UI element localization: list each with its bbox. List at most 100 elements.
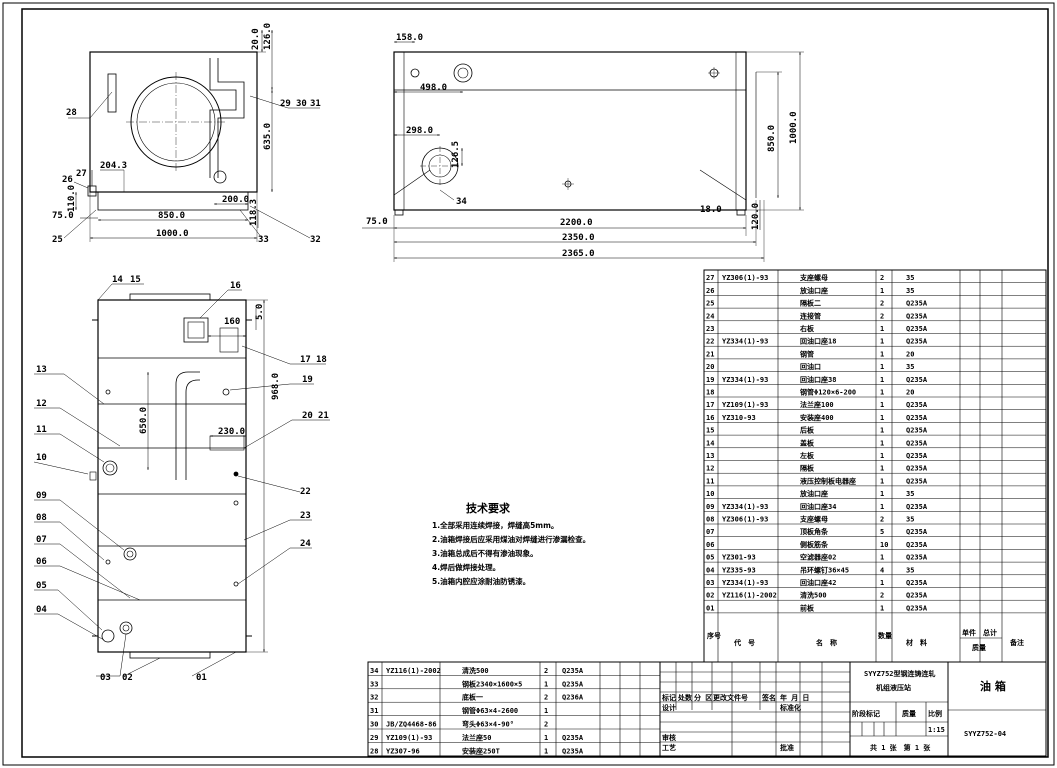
callout-number: 10 — [36, 453, 47, 463]
tb-label: 设计 — [662, 703, 676, 712]
bom-cell: 吊环螺钉36×45 — [800, 565, 849, 574]
callout-number: 19 — [302, 375, 313, 385]
callout-number: 01 — [196, 673, 207, 683]
tb-label: 批准 — [780, 743, 794, 752]
callout-number: 25 — [52, 235, 63, 245]
bom-cell: 1 — [880, 452, 884, 460]
bom-cell: 2 — [880, 274, 884, 282]
bom-cell: Q235A — [906, 541, 928, 549]
bom-cell: 35 — [906, 490, 914, 498]
bom-cell: 19 — [706, 376, 714, 384]
bom-cell: 1 — [880, 389, 884, 397]
bom-cell: 1 — [880, 490, 884, 498]
bom-header-cell: 备注 — [1009, 638, 1024, 647]
bom-cell: Q235A — [562, 734, 584, 742]
dim-label: 1000.0 — [156, 229, 189, 239]
bom-cell: 2 — [880, 516, 884, 524]
bom-cell: 31 — [370, 707, 378, 715]
bom-cell: YZ116(1)-2002 — [386, 667, 441, 675]
tb-label: 质量 — [902, 709, 916, 718]
dim-label: 158.0 — [396, 33, 423, 43]
bom-cell: 1 — [544, 747, 548, 755]
bom-cell: 12 — [706, 465, 714, 473]
callout-number: 20 — [302, 411, 313, 421]
bom-cell: 隔板二 — [800, 299, 821, 308]
bom-cell: 18 — [706, 389, 714, 397]
callout-number: 17 — [300, 355, 311, 365]
bom-cell: Q235A — [906, 592, 928, 600]
bom-cell: 20 — [906, 389, 914, 397]
project-title: SYYZ752型钢连铸连轧 — [864, 669, 936, 678]
bom-cell: 1 — [880, 477, 884, 485]
bom-cell: 左板 — [799, 451, 815, 460]
bom-cell: 22 — [706, 338, 714, 346]
top-view-dims: 158.0 498.0 298.0 126.5 850.0 1000.0 75.… — [366, 33, 799, 259]
bom-cell: 35 — [906, 566, 914, 574]
dim-label: 126.5 — [451, 141, 461, 168]
bom-cell: 01 — [706, 604, 714, 612]
dim-label: 2200.0 — [560, 218, 593, 228]
bom-cell: Q235A — [562, 747, 584, 755]
bom-cell: 弯头Φ63×4-90° — [462, 720, 514, 729]
bom-cell: 放油口座 — [799, 286, 828, 295]
bom-cell: 20 — [706, 363, 714, 371]
dim-label: 2365.0 — [562, 249, 595, 259]
bom-cell: Q235A — [906, 312, 928, 320]
inner-frame — [21, 8, 1049, 758]
bom-cell: 30 — [370, 721, 378, 729]
bom-cell: 27 — [706, 274, 714, 282]
bom-cell: 13 — [706, 452, 714, 460]
bom-cell: 1 — [880, 363, 884, 371]
bom-cell: 17 — [706, 401, 714, 409]
bom-cell: 1 — [880, 401, 884, 409]
bom-cell: 25 — [706, 300, 714, 308]
bom-cell: 07 — [706, 528, 714, 536]
bom-cell: 20 — [906, 350, 914, 358]
bom-cell: 回油口 — [800, 362, 821, 371]
callout-number: 28 — [66, 108, 77, 118]
bom-cell: 1 — [880, 427, 884, 435]
bom-cell: 后板 — [800, 426, 815, 435]
bom-cell: Q235A — [906, 427, 928, 435]
bom-cell: 1 — [880, 579, 884, 587]
callout-number: 22 — [300, 487, 311, 497]
bom-cell: 35 — [906, 274, 914, 282]
front-view — [33, 283, 330, 677]
bom-cell: YZ310-93 — [722, 414, 756, 422]
bom-cell: Q235A — [906, 477, 928, 485]
bom-cell: Q235A — [906, 376, 928, 384]
tb-label: 签名 — [761, 693, 776, 702]
bom-cell: 09 — [706, 503, 714, 511]
bom-cell: 1 — [880, 325, 884, 333]
bom-cell: 回油口座42 — [800, 578, 836, 587]
bom-cell: YZ334(1)-93 — [722, 338, 768, 346]
bom-cell: YZ306(1)-93 — [722, 274, 768, 282]
top-view — [362, 41, 804, 262]
dim-label: 126.0 — [263, 23, 273, 50]
callout-number: 14 — [112, 275, 123, 285]
technical-requirements: 技术要求 1.全部采用连续焊接，焊缝高5mm。 2.油箱焊接后应采用煤油对焊缝进… — [432, 501, 590, 586]
bom-header-cell: 质量 — [972, 643, 986, 652]
requirement-item: 2.油箱焊接后应采用煤油对焊缝进行渗漏检查。 — [432, 534, 590, 544]
bom-cell: 顶板角条 — [800, 527, 829, 536]
bom-cell: 1 — [880, 604, 884, 612]
bom-cell: 2 — [544, 694, 548, 702]
bom-cell: 侧板筋条 — [800, 540, 829, 549]
tb-label: 工艺 — [662, 743, 676, 752]
bom-cell: 钢管 — [800, 349, 814, 358]
tb-label: 年 月 日 — [780, 693, 809, 702]
bom-cell: 1 — [880, 503, 884, 511]
bom-cell: 10 — [706, 490, 714, 498]
tb-label: 分 区 — [694, 693, 712, 702]
bom-cell: 空滤器座02 — [800, 553, 836, 562]
bom-cell: Q235A — [906, 325, 928, 333]
bom-cell: 23 — [706, 325, 714, 333]
dim-label: 160 — [224, 317, 240, 327]
callout-number: 08 — [36, 513, 47, 523]
tb-label: 比例 — [928, 709, 942, 718]
bom-cell: 35 — [906, 363, 914, 371]
bom-cell: 32 — [370, 694, 378, 702]
callout-number: 12 — [36, 399, 47, 409]
